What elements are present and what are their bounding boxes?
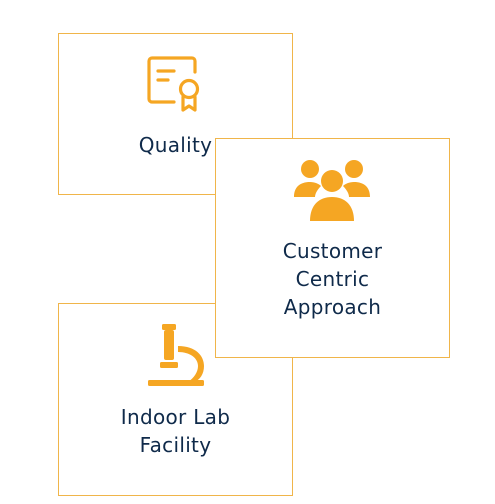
card-title-customer-centric: Customer Centric Approach [216,237,449,321]
certificate-icon [147,56,200,112]
card-title-line: Indoor Lab [120,405,231,429]
feature-card-quality: Quality [58,33,293,195]
microscope-icon [148,324,204,386]
card-title-line: Facility [139,433,212,457]
card-title-line: Centric [295,267,370,291]
card-title-line: Quality [138,133,213,157]
card-title-line: Customer [282,239,383,263]
card-title-quality: Quality [59,131,292,159]
group-icon [294,160,370,221]
card-title-line: Approach [283,295,382,319]
feature-card-customer-centric: Customer Centric Approach [215,138,450,358]
card-title-indoor-lab: Indoor Lab Facility [59,403,292,459]
